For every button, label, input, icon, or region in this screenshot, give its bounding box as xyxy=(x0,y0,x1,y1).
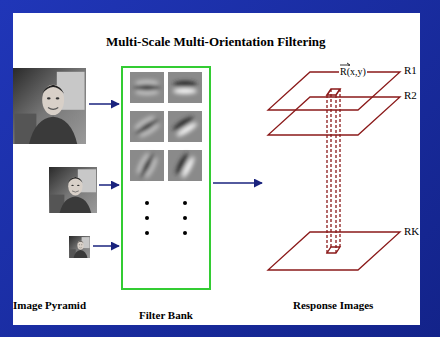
diagram-title: Multi-Scale Multi-Orientation Filtering xyxy=(106,34,326,50)
response-label: R1 xyxy=(404,64,417,76)
photo-small xyxy=(69,236,90,258)
illustration-part xyxy=(145,201,149,205)
illustration-part xyxy=(183,201,187,205)
illustration-part xyxy=(132,113,162,139)
illustration-part xyxy=(180,155,197,179)
response-label: R2 xyxy=(404,89,417,101)
illustration-part xyxy=(145,201,187,235)
arrow xyxy=(213,182,262,184)
arrow xyxy=(93,245,119,247)
pixel-vector-label: R(x,y) xyxy=(339,66,367,77)
illustration-part xyxy=(138,153,156,179)
illustration-part xyxy=(130,111,164,142)
gabor-filters xyxy=(130,72,202,235)
illustration-part xyxy=(268,232,400,270)
photo-large xyxy=(13,68,86,144)
arrow xyxy=(89,103,119,105)
illustration-part xyxy=(171,115,198,139)
response-label: RK xyxy=(404,225,419,237)
illustration-part xyxy=(268,72,400,110)
illustration-part xyxy=(327,89,340,253)
illustration-part xyxy=(130,150,164,181)
illustration-part xyxy=(145,231,149,235)
illustration-part xyxy=(168,150,202,181)
illustration-part xyxy=(173,88,197,94)
illustration-part xyxy=(175,121,199,139)
illustration-part xyxy=(168,111,202,142)
illustration-part xyxy=(174,152,197,179)
illustration-part xyxy=(134,151,159,181)
illustration-part xyxy=(145,216,149,220)
illustration-part xyxy=(339,89,340,247)
illustration-part xyxy=(130,72,164,103)
illustration-part xyxy=(327,89,340,95)
box-heading: Filter Bank xyxy=(139,309,193,321)
photo-medium xyxy=(49,167,97,213)
illustration-part xyxy=(130,111,164,142)
illustration-part xyxy=(326,95,327,253)
illustration-part xyxy=(173,81,197,87)
illustration-part xyxy=(183,216,187,220)
illustration-part xyxy=(168,150,202,181)
response-planes xyxy=(268,72,400,270)
illustration-part xyxy=(335,95,336,253)
arrow xyxy=(99,184,119,186)
illustration-part xyxy=(173,81,197,94)
illustration-part xyxy=(69,236,90,258)
illustration-part xyxy=(327,247,340,253)
illustration-part xyxy=(134,85,160,91)
illustration-part xyxy=(134,80,160,95)
illustration-part xyxy=(13,68,86,144)
illustration-part xyxy=(168,111,202,142)
illustration-part xyxy=(49,167,97,213)
illustration-part xyxy=(330,89,331,247)
illustration-part xyxy=(130,150,164,181)
illustration-part xyxy=(130,72,164,103)
illustration-part xyxy=(268,97,400,135)
section-label: Image Pyramid xyxy=(13,299,86,311)
illustration-part xyxy=(183,231,187,235)
filter-bank-box: Filter Bank xyxy=(121,66,211,290)
illustration-part xyxy=(168,72,202,103)
section-label: Response Images xyxy=(293,299,373,311)
illustration-part xyxy=(168,72,202,103)
illustration-part xyxy=(134,117,159,136)
